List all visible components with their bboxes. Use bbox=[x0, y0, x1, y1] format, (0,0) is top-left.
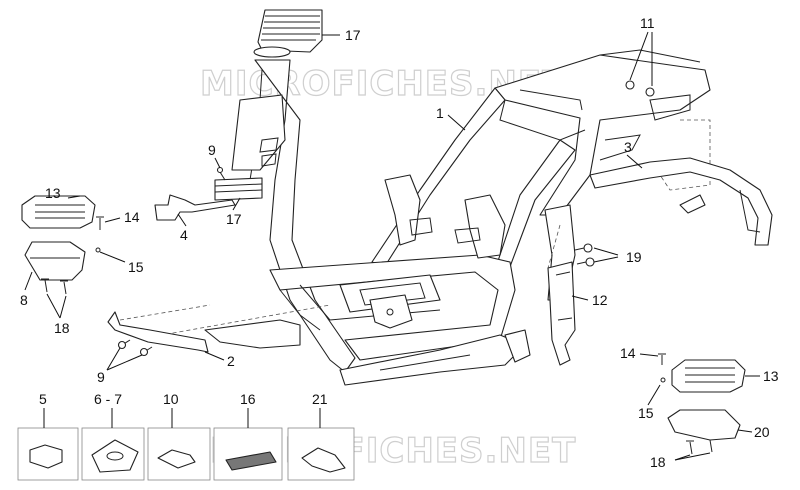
callout-12: 12 bbox=[592, 292, 608, 308]
leader-lines bbox=[24, 31, 760, 461]
callout-13-left: 13 bbox=[45, 185, 61, 201]
callout-15-right: 15 bbox=[638, 405, 654, 421]
callout-21: 21 bbox=[312, 391, 328, 407]
rubber-strip-part bbox=[214, 177, 263, 201]
callout-9-top: 9 bbox=[208, 142, 216, 158]
callout-9-bottom: 9 bbox=[97, 369, 105, 385]
callout-16: 16 bbox=[240, 391, 256, 407]
callout-8: 8 bbox=[20, 292, 28, 308]
bracket-part bbox=[154, 194, 236, 221]
callout-18-right: 18 bbox=[650, 454, 666, 470]
plate-part bbox=[107, 311, 209, 353]
callout-5: 5 bbox=[39, 391, 47, 407]
callout-14-left: 14 bbox=[124, 209, 140, 225]
footrest-right-part bbox=[671, 359, 746, 393]
steering-boot-top-part bbox=[253, 9, 323, 58]
callout-10: 10 bbox=[163, 391, 179, 407]
callout-18-left: 18 bbox=[54, 320, 70, 336]
callout-1: 1 bbox=[436, 105, 444, 121]
callout-17-lower: 17 bbox=[226, 211, 242, 227]
small-parts-row bbox=[17, 427, 355, 481]
callout-15-left: 15 bbox=[128, 259, 144, 275]
footrest-left-part bbox=[21, 195, 96, 229]
callout-19: 19 bbox=[626, 249, 642, 265]
callout-4: 4 bbox=[180, 227, 188, 243]
callout-3: 3 bbox=[624, 139, 632, 155]
callout-6-7: 6 - 7 bbox=[94, 391, 122, 407]
grab-handle-part bbox=[589, 157, 773, 246]
callout-17-top: 17 bbox=[345, 27, 361, 43]
callout-14-right: 14 bbox=[620, 345, 636, 361]
callout-13-right: 13 bbox=[763, 368, 779, 384]
footrest-cover-left-part bbox=[24, 241, 86, 281]
footrest-cover-right-part bbox=[667, 409, 741, 441]
screws-group bbox=[41, 80, 714, 455]
callout-11: 11 bbox=[640, 15, 655, 31]
callout-2: 2 bbox=[227, 353, 235, 369]
vertical-bracket-part bbox=[547, 261, 576, 366]
callout-20: 20 bbox=[754, 424, 770, 440]
